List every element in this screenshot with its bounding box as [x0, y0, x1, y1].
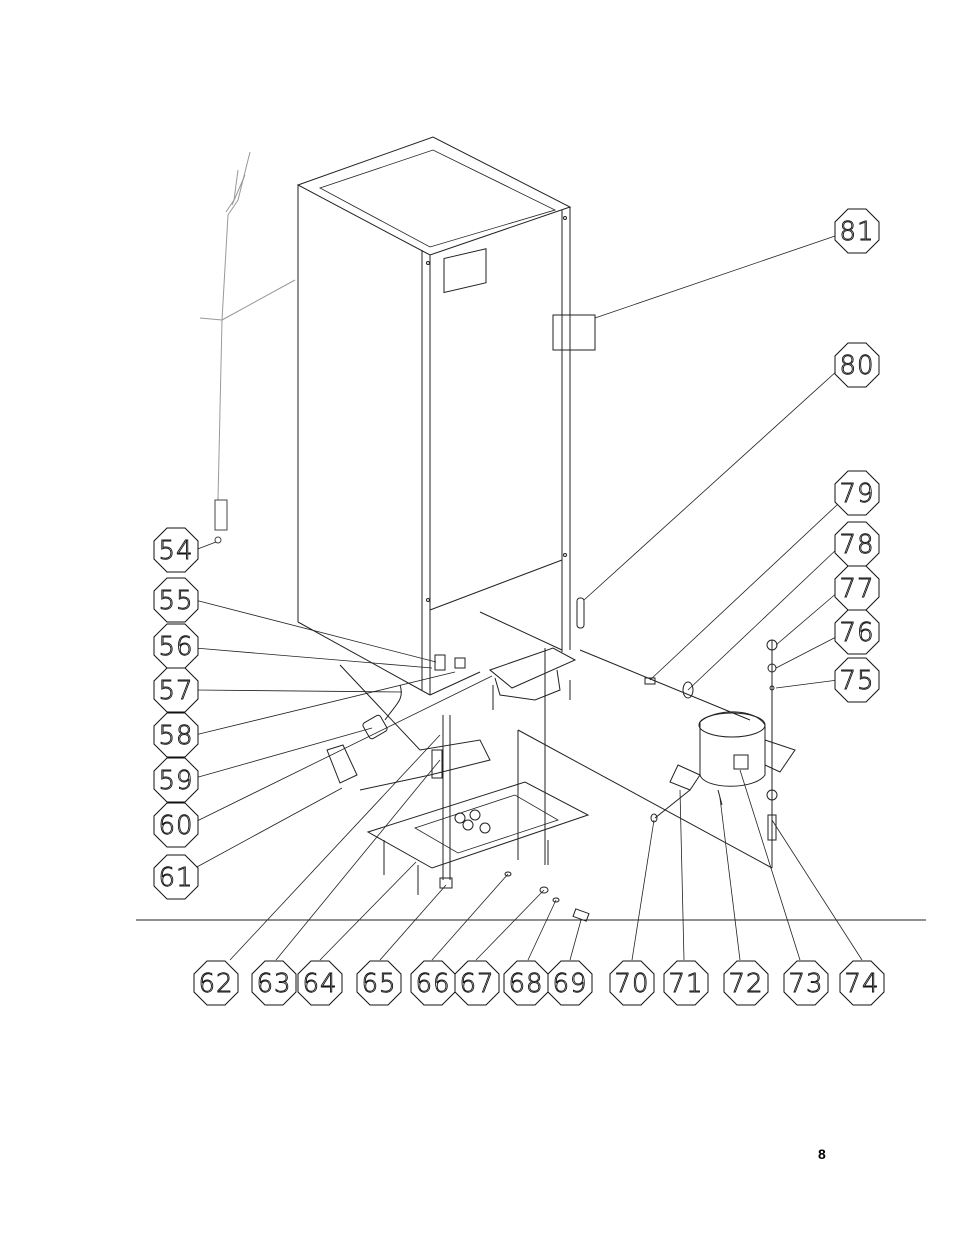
callout-66: 66: [410, 960, 456, 1006]
callout-77: 77: [834, 565, 880, 611]
svg-text:58: 58: [158, 721, 193, 751]
fasteners: [383, 639, 778, 922]
svg-text:60: 60: [158, 811, 193, 841]
svg-text:62: 62: [198, 969, 233, 999]
callout-64: 64: [297, 960, 343, 1006]
callout-60: 60: [153, 802, 199, 848]
callout-74: 74: [839, 960, 885, 1006]
callout-65: 65: [356, 960, 402, 1006]
callout-61: 61: [153, 854, 199, 900]
svg-text:54: 54: [158, 536, 193, 566]
leader-lines: [194, 234, 863, 961]
callout-71: 71: [663, 960, 709, 1006]
callout-62: 62: [193, 960, 239, 1006]
svg-text:73: 73: [788, 969, 823, 999]
svg-text:56: 56: [158, 632, 193, 662]
callout-55: 55: [153, 577, 199, 623]
callout-72: 72: [723, 960, 769, 1006]
callout-69: 69: [547, 960, 593, 1006]
svg-text:66: 66: [415, 969, 450, 999]
svg-text:61: 61: [158, 863, 193, 893]
svg-text:79: 79: [839, 479, 874, 509]
callout-59: 59: [153, 757, 199, 803]
svg-text:80: 80: [839, 351, 874, 381]
page-number: 8: [818, 1146, 826, 1162]
svg-text:63: 63: [256, 969, 291, 999]
svg-text:69: 69: [552, 969, 587, 999]
callout-70: 70: [609, 960, 655, 1006]
callout-68: 68: [503, 960, 549, 1006]
svg-text:65: 65: [361, 969, 396, 999]
cabinet-body: [296, 136, 572, 696]
svg-text:78: 78: [839, 530, 874, 560]
callout-67: 67: [454, 960, 500, 1006]
callout-81: 81: [834, 208, 880, 254]
svg-text:77: 77: [839, 574, 874, 604]
svg-text:67: 67: [459, 969, 494, 999]
svg-text:68: 68: [508, 969, 543, 999]
callout-54: 54: [153, 527, 199, 573]
callout-63: 63: [251, 960, 297, 1006]
svg-text:64: 64: [302, 969, 337, 999]
svg-text:55: 55: [158, 586, 193, 616]
callout-76: 76: [834, 609, 880, 655]
svg-text:57: 57: [158, 676, 193, 706]
svg-text:71: 71: [668, 969, 703, 999]
compressor: [650, 711, 796, 823]
svg-text:70: 70: [614, 969, 649, 999]
svg-text:59: 59: [158, 766, 193, 796]
callout-78: 78: [834, 521, 880, 567]
label-plate: [552, 314, 596, 351]
base-plate: [366, 729, 773, 869]
callout-56: 56: [153, 623, 199, 669]
callout-57: 57: [153, 667, 199, 713]
wiring-harness: [199, 151, 296, 544]
callout-58: 58: [153, 712, 199, 758]
callout-75: 75: [834, 657, 880, 703]
rear-components: [362, 597, 751, 865]
svg-text:75: 75: [839, 666, 874, 696]
svg-text:72: 72: [728, 969, 763, 999]
callouts: 54 55 56 57 58 59 60 61 62 63: [153, 208, 885, 1006]
power-cord: [326, 664, 491, 791]
callout-73: 73: [783, 960, 829, 1006]
svg-text:76: 76: [839, 618, 874, 648]
callout-79: 79: [834, 470, 880, 516]
svg-text:81: 81: [839, 217, 874, 247]
callout-80: 80: [834, 342, 880, 388]
svg-text:74: 74: [844, 969, 879, 999]
